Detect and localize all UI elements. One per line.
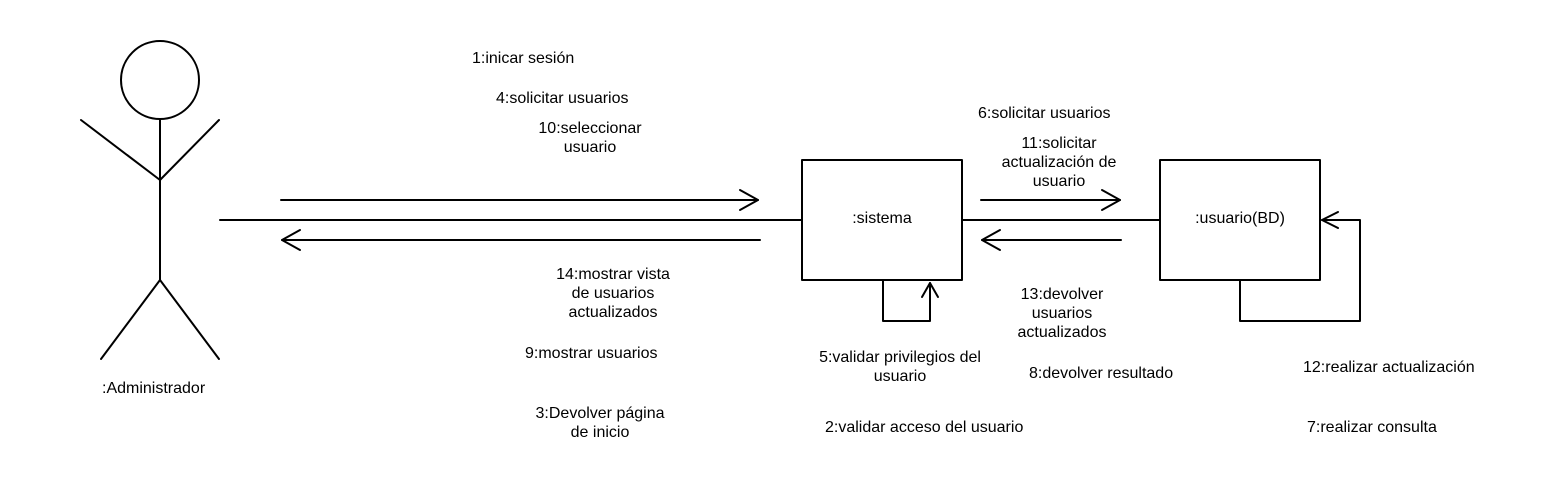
message-10-line1: 10:seleccionar — [538, 120, 642, 137]
message-14-line2: de usuarios — [571, 285, 655, 302]
message-5-line1: 5:validar privilegios del — [819, 349, 981, 366]
usuario-bd-label: :usuario(BD) — [1195, 210, 1285, 227]
message-8-label: 8:devolver resultado — [1029, 365, 1174, 382]
arrow-sistema-to-actor — [281, 229, 761, 251]
message-11-line1: 11:solicitar — [1021, 135, 1097, 152]
message-11-label: 11:solicitar actualización de usuario — [989, 134, 1129, 191]
usuario-self-loop-arrow — [1239, 211, 1361, 322]
actor-figure-icon — [80, 40, 220, 360]
message-14-label: 14:mostrar vista de usuarios actualizado… — [548, 265, 678, 322]
message-10-label: 10:seleccionar usuario — [529, 119, 651, 157]
message-5-label: 5:validar privilegios del usuario — [802, 348, 998, 386]
message-4-label: 4:solicitar usuarios — [496, 90, 629, 107]
message-3-line2: de inicio — [570, 424, 630, 441]
message-14-line1: 14:mostrar vista — [556, 266, 670, 283]
message-13-line2: usuarios — [1031, 305, 1093, 322]
message-12-label: 12:realizar actualización — [1303, 359, 1475, 376]
message-7-label: 7:realizar consulta — [1307, 419, 1437, 436]
message-13-label: 13:devolver usuarios actualizados — [1002, 285, 1122, 342]
message-5-line2: usuario — [873, 368, 927, 385]
arrow-actor-to-sistema — [280, 189, 759, 211]
arrow-sistema-to-usuario — [980, 189, 1121, 211]
arrow-usuario-to-sistema — [981, 229, 1122, 251]
sistema-self-loop-arrow — [882, 279, 939, 322]
message-1-label: 1:inicar sesión — [472, 50, 575, 67]
message-11-line2: actualización de — [1001, 154, 1117, 171]
message-6-label: 6:solicitar usuarios — [978, 105, 1111, 122]
message-3-line1: 3:Devolver página — [535, 405, 665, 422]
message-13-line1: 13:devolver — [1020, 286, 1104, 303]
sistema-label: :sistema — [852, 210, 912, 227]
message-2-label: 2:validar acceso del usuario — [825, 419, 1024, 436]
message-9-label: 9:mostrar usuarios — [525, 345, 658, 362]
message-14-line3: actualizados — [568, 304, 658, 321]
actor-label: :Administrador — [102, 380, 206, 397]
message-13-line3: actualizados — [1017, 324, 1107, 341]
message-3-label: 3:Devolver página de inicio — [526, 404, 674, 442]
message-11-line3: usuario — [1032, 173, 1086, 190]
message-10-line2: usuario — [563, 139, 617, 156]
